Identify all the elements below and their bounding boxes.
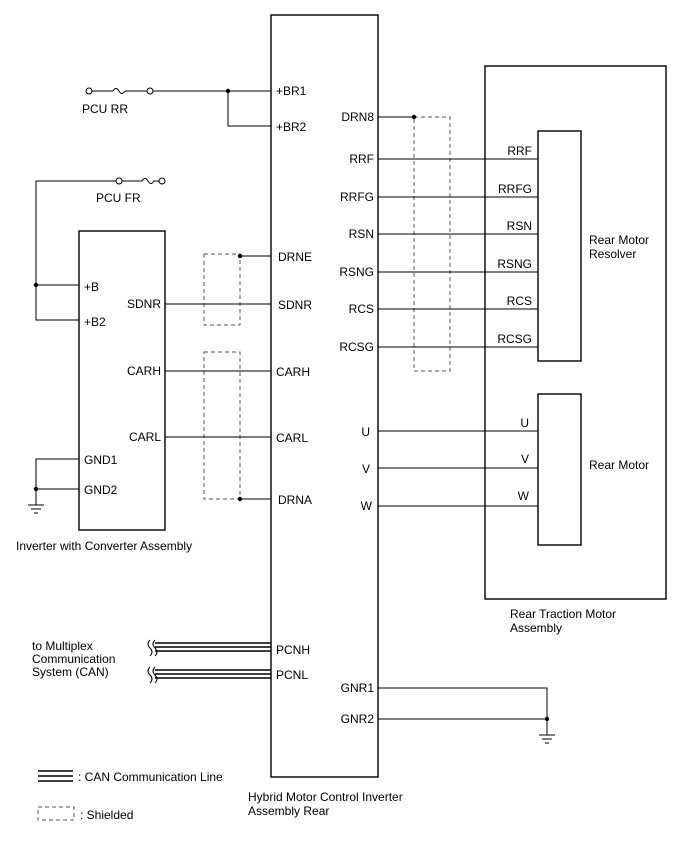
inv-pin-gnd1: GND1 [84,453,118,467]
wire-pcu-fr [35,180,116,321]
pin-carl: CARL [276,431,308,445]
label-can-line3: System (CAN) [32,665,109,679]
motor-pin-u: U [520,416,529,430]
res-pin-rrf: RRF [507,144,532,158]
wire-drne [239,254,271,257]
fuse-pcu-rr-icon [112,88,126,94]
fuse-pcu-fr-right-terminal [158,177,166,185]
res-pin-rcs: RCS [507,294,532,308]
label-rear-traction-line2: Assembly [510,621,562,635]
label-can-line1: to Multiplex [32,639,93,653]
pin-sdnr: SDNR [278,298,312,312]
label-pcu-fr: PCU FR [96,191,141,205]
pin-gnr1: GNR1 [341,681,375,695]
label-rear-motor: Rear Motor [589,458,649,472]
pin-rrf: RRF [349,152,374,166]
pin-v: V [362,462,370,476]
wire-gnd1 [35,458,79,505]
can-line-pcnh [147,639,271,657]
label-pcu-rr: PCU RR [82,102,128,116]
pin-pcnl: PCNL [276,668,308,682]
res-pin-rcsg: RCSG [497,332,532,346]
inv-pin-gnd2: GND2 [84,483,118,497]
label-rear-traction-line1: Rear Traction Motor [510,607,616,621]
pin-rcsg: RCSG [339,340,374,354]
inv-pin-carl: CARL [129,430,161,444]
pin-drna: DRNA [278,493,312,507]
pin-br2: +BR2 [276,120,307,134]
wire-br2 [227,91,271,127]
pin-u: U [361,425,370,439]
ecu-box [270,14,379,778]
rear-traction-assembly-box [484,65,667,600]
legend-shielded-label: : Shielded [80,808,133,822]
fuse-pcu-fr-left-terminal [115,177,123,185]
fuse-pcu-fr-icon [122,178,159,184]
label-can-line2: Communication [32,652,115,666]
pin-drne: DRNE [278,250,312,264]
inv-pin-b2: +B2 [84,315,106,329]
resolver-box [537,130,582,362]
label-rear-motor-resolver-line2: Resolver [589,247,636,261]
ground-icon [539,734,555,744]
pin-br1: +BR1 [276,84,307,98]
pin-gnr2: GNR2 [341,712,375,726]
legend-can-label: : CAN Communication Line [78,770,223,784]
ground-icon [28,504,44,514]
motor-pin-v: V [521,452,529,466]
pin-w: W [361,499,373,513]
fuse-pcu-rr-right-terminal [146,87,154,95]
inv-pin-carh: CARH [127,364,161,378]
pin-rsn: RSN [349,227,374,241]
legend-can-icon [38,770,73,782]
shield-resolver [413,116,451,372]
motor-pin-w: W [518,489,530,503]
inv-pin-sdnr: SDNR [127,297,161,311]
res-pin-rsng: RSNG [497,257,532,271]
pin-carh: CARH [276,365,310,379]
pin-drn8: DRN8 [341,110,374,124]
pin-rcs: RCS [349,302,374,316]
res-pin-rsn: RSN [507,219,532,233]
pin-rrfg: RRFG [340,190,374,204]
inv-pin-b: +B [84,280,99,294]
inverter-box [78,230,166,531]
fuse-pcu-rr-left-terminal [85,87,93,95]
legend-shielded-icon [37,806,75,821]
label-ecu-line1: Hybrid Motor Control Inverter [248,790,403,804]
label-inverter: Inverter with Converter Assembly [16,539,192,553]
label-rear-motor-resolver-line1: Rear Motor [589,233,649,247]
shield-sdnr [203,253,241,326]
can-line-pcnl [147,666,271,684]
motor-box [537,393,582,546]
pin-pcnh: PCNH [276,643,310,657]
label-ecu-line2: Assembly Rear [248,804,329,818]
pin-rsng: RSNG [339,265,374,279]
shield-can-carh-carl [203,351,241,500]
wire-gnr1 [378,687,548,735]
res-pin-rrfg: RRFG [498,182,532,196]
